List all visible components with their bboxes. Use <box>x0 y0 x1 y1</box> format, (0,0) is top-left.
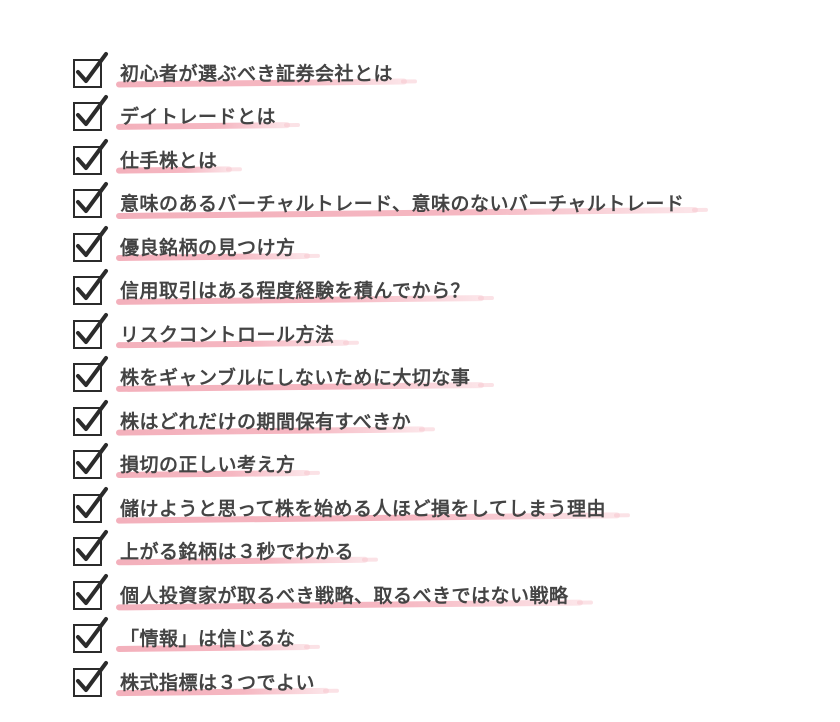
checklist-item-text: 株をギャンブルにしないために大切な事 <box>115 365 485 393</box>
checklist-item: デイトレードとは <box>73 95 814 140</box>
checklist-item: 優良銘柄の見つけ方 <box>73 225 814 270</box>
checklist-item-label: 「情報」は信じるな <box>120 628 296 651</box>
checkbox-checked-icon <box>73 95 108 132</box>
check-mark-icon <box>73 269 108 306</box>
checkbox-checked-icon <box>73 486 108 524</box>
checklist-item-label: 儲けようと思って株を始める人ほど損をしてしまう理由 <box>120 497 606 520</box>
check-mark-icon <box>73 95 108 132</box>
checkbox-checked-icon <box>73 617 108 654</box>
checklist-item-label: 個人投資家が取るべき戦略、取るべきではない戦略 <box>120 584 569 607</box>
checklist-item-text: 株式指標は３つでよい <box>115 670 330 696</box>
checklist-item-text: リスクコントロール方法 <box>115 322 349 348</box>
checkbox-checked-icon <box>73 51 108 89</box>
checklist-item: 信用取引はある程度経験を積んでから？ <box>73 269 814 314</box>
checkbox-checked-icon <box>73 225 108 263</box>
checklist-item-text: 優良銘柄の見つけ方 <box>115 235 310 261</box>
checkbox-checked-icon <box>73 399 108 437</box>
checkbox-checked-icon <box>73 138 108 176</box>
check-mark-icon <box>73 617 108 654</box>
checklist-item-label: 株はどれだけの期間保有すべきか <box>120 410 412 433</box>
checklist-item-label: 株をギャンブルにしないために大切な事 <box>120 367 471 390</box>
checkbox-checked-icon <box>73 312 108 350</box>
checklist-item-label: リスクコントロール方法 <box>120 323 335 346</box>
checkbox-checked-icon <box>73 443 108 480</box>
checklist-item-label: 意味のあるバーチャルトレード、意味のないバーチャルトレード <box>120 193 685 216</box>
checklist-item: 株式指標は３つでよい <box>73 660 814 705</box>
checklist-item-label: 信用取引はある程度経験を積んでから？ <box>120 280 471 303</box>
checklist-item-text: 意味のあるバーチャルトレード、意味のないバーチャルトレード <box>115 191 699 220</box>
checklist-item: リスクコントロール方法 <box>73 312 814 357</box>
checklist-item-text: 信用取引はある程度経験を積んでから？ <box>115 278 485 306</box>
check-mark-icon <box>73 530 108 567</box>
checklist-item: 「情報」は信じるな <box>73 617 814 662</box>
checklist-item-label: 初心者が選ぶべき証券会社とは <box>120 62 394 85</box>
checkbox-checked-icon <box>73 530 108 567</box>
checklist-item: 上がる銘柄は３秒でわかる <box>73 530 814 575</box>
checklist-item-text: 「情報」は信じるな <box>115 626 310 653</box>
check-mark-icon <box>73 51 108 88</box>
checklist-item: 儲けようと思って株を始める人ほど損をしてしまう理由 <box>73 486 814 531</box>
check-mark-icon <box>73 399 108 436</box>
check-mark-icon <box>73 182 108 219</box>
check-mark-icon <box>73 356 108 393</box>
checkbox-checked-icon <box>73 356 108 393</box>
checkbox-checked-icon <box>73 660 108 698</box>
checklist-item-text: 株はどれだけの期間保有すべきか <box>115 409 426 436</box>
checklist-item-text: 個人投資家が取るべき戦略、取るべきではない戦略 <box>115 583 583 611</box>
check-mark-icon <box>73 443 108 480</box>
checklist-item-text: 損切の正しい考え方 <box>115 452 310 479</box>
checkbox-checked-icon <box>73 573 108 611</box>
check-mark-icon <box>73 660 108 697</box>
checklist-item-label: 優良銘柄の見つけ方 <box>120 236 296 259</box>
checklist-item-label: 上がる銘柄は３秒でわかる <box>120 541 355 564</box>
checklist-item-label: 株式指標は３つでよい <box>120 671 316 694</box>
checkbox-checked-icon <box>73 269 108 306</box>
checklist-item-label: 仕手株とは <box>120 149 218 172</box>
check-mark-icon <box>73 486 108 523</box>
check-mark-icon <box>73 138 108 175</box>
checklist-item-label: 損切の正しい考え方 <box>120 454 296 477</box>
check-mark-icon <box>73 225 108 262</box>
checklist-item-text: 儲けようと思って株を始める人ほど損をしてしまう理由 <box>115 496 621 524</box>
checklist-item: 仕手株とは <box>73 138 814 183</box>
checklist-item: 株をギャンブルにしないために大切な事 <box>73 356 814 401</box>
check-mark-icon <box>73 312 108 349</box>
checklist-item-text: 仕手株とは <box>115 148 232 174</box>
checkbox-checked-icon <box>73 182 108 219</box>
checklist-item-text: 初心者が選ぶべき証券会社とは <box>115 61 408 88</box>
checklist-item: 個人投資家が取るべき戦略、取るべきではない戦略 <box>73 573 814 618</box>
checklist-item: 初心者が選ぶべき証券会社とは <box>73 51 814 96</box>
checklist-item-text: デイトレードとは <box>115 104 291 131</box>
checklist-item-label: デイトレードとは <box>120 106 277 129</box>
check-mark-icon <box>73 573 108 610</box>
checklist-item: 意味のあるバーチャルトレード、意味のないバーチャルトレード <box>73 182 814 227</box>
checklist-item: 株はどれだけの期間保有すべきか <box>73 399 814 444</box>
checklist: 初心者が選ぶべき証券会社とはデイトレードとは 仕手株とは意味のあるバーチャルトレ… <box>73 51 814 705</box>
checklist-item: 損切の正しい考え方 <box>73 443 814 488</box>
checklist-item-text: 上がる銘柄は３秒でわかる <box>115 539 369 566</box>
